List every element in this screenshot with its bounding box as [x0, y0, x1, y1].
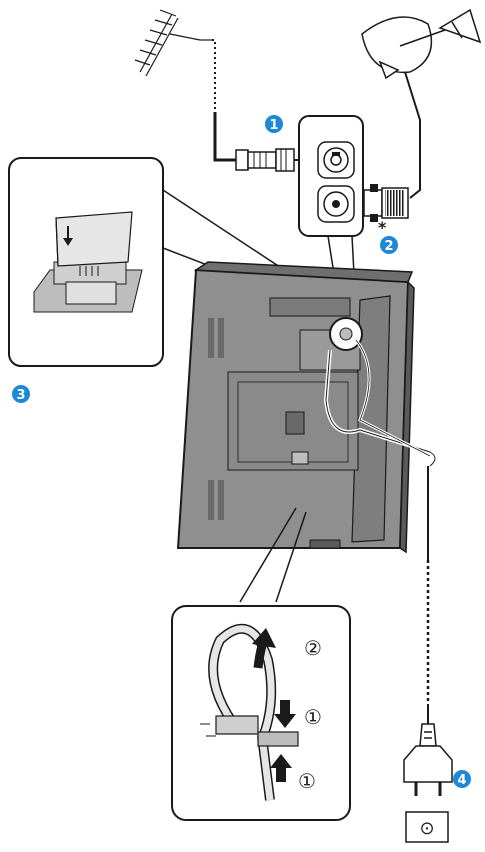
step-badge-3	[12, 385, 30, 403]
connector-closeup-panel	[298, 115, 364, 237]
satellite-dish-icon	[361, 8, 482, 80]
cable-tie-step-1a: ①	[304, 705, 322, 729]
socket-symbol: ⊙	[419, 818, 434, 839]
step-badge-2	[380, 236, 398, 254]
coax-plug-icon	[235, 148, 300, 172]
step-badge-3-label: 3	[16, 388, 25, 403]
tv-back-illustration	[176, 261, 415, 554]
f-connector-icon	[363, 184, 409, 222]
step-badge-1	[265, 115, 283, 133]
satellite-cable	[404, 71, 421, 199]
cable-tie-panel	[171, 605, 351, 821]
step-badge-4-label: 4	[457, 773, 466, 788]
power-plug-icon	[403, 723, 453, 796]
antenna-cable	[213, 112, 240, 162]
ci-module-panel	[8, 157, 164, 367]
cable-tie-step-1b: ①	[298, 769, 316, 793]
step-badge-4	[453, 770, 471, 788]
antenna-cable-dotted	[212, 39, 216, 112]
step-badge-2-label: 2	[384, 239, 393, 254]
satellite-note-asterisk: *	[378, 218, 387, 237]
wall-socket-icon	[405, 811, 449, 843]
cable-tie-step-2: ②	[304, 636, 322, 660]
cable-tie-callout	[239, 507, 307, 603]
terrestrial-antenna-icon	[134, 9, 212, 77]
step-badge-1-label: 1	[269, 118, 278, 133]
